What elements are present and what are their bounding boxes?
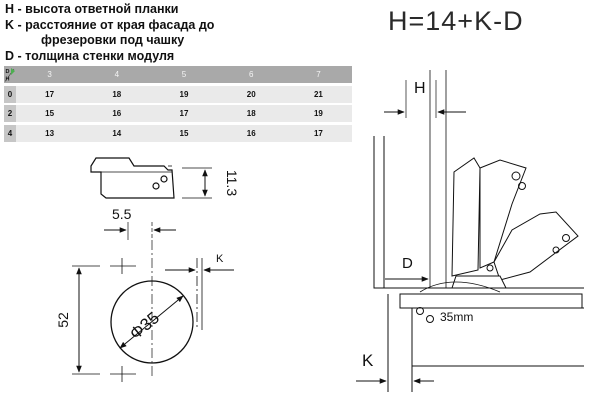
table-cell: 21	[313, 89, 323, 99]
assembly-h-label: H	[414, 80, 426, 97]
legend-d: D - толщина стенки модуля	[5, 48, 175, 63]
table-cell: 14	[112, 128, 122, 138]
legend-k-line1: K - расстояние от края фасада до	[5, 17, 215, 32]
legend-h: H - высота ответной планки	[5, 2, 179, 16]
cabinet-assembly-view	[356, 70, 584, 392]
table-cell: 15	[45, 109, 55, 118]
corner-labels: D H	[4, 68, 15, 83]
table-cell: 18	[246, 109, 256, 118]
table-column-header: 4	[114, 70, 120, 79]
row-d-value: 2	[4, 105, 16, 122]
table-column-header: 6	[248, 70, 254, 79]
table-row: 0 17 18 19 20 21	[4, 85, 352, 103]
table-cell: 18	[112, 89, 122, 99]
table-cell: 17	[45, 89, 55, 99]
cup-height-dim: 52	[55, 312, 71, 328]
table-corner: D H	[4, 66, 16, 83]
table-column-header: 7	[316, 70, 321, 79]
table-row: 2 15 16 17 18 19	[4, 105, 352, 122]
mounting-plate-side-view	[90, 157, 212, 199]
legend: H - высота ответной планки K - расстояни…	[5, 2, 360, 64]
table-header-row: D H 3 4 5 6 7	[4, 66, 352, 83]
table-cell: 16	[246, 128, 256, 138]
table-row: 4 13 14 15 16 17	[4, 124, 352, 142]
row-d-value: 0	[4, 85, 16, 103]
row-d-value: 4	[4, 124, 16, 142]
table-cell: 17	[313, 128, 323, 138]
table-cell: 15	[179, 128, 189, 138]
cup-k-label: K	[216, 253, 224, 265]
cup-offset-dim: 5.5	[112, 206, 132, 222]
legend-k-line2: фрезеровки под чашку	[41, 33, 185, 47]
table-cell: 17	[179, 109, 189, 118]
table-cell: 19	[179, 89, 189, 99]
assembly-d-label: D	[402, 255, 413, 272]
corner-h-label: H	[6, 77, 10, 83]
plate-height-dim: 11.3	[224, 170, 240, 196]
table-column-header: 3	[47, 70, 52, 79]
table-column-header: 5	[181, 70, 187, 79]
assembly-cup-label: 35mm	[440, 310, 473, 324]
spec-table: D H 3 4 5 6 7 0 17 18 19 20 21 2 15 16 1…	[4, 66, 352, 144]
cup-top-view	[72, 222, 234, 382]
formula: H=14+K-D	[388, 6, 524, 36]
corner-d-label: D	[6, 69, 10, 75]
table-cell: 19	[313, 109, 323, 118]
table-cell: 13	[45, 128, 55, 138]
assembly-k-label: K	[362, 351, 374, 370]
table-cell: 16	[112, 109, 122, 118]
table-cell: 20	[246, 89, 256, 99]
k-marker-icon	[11, 68, 15, 75]
